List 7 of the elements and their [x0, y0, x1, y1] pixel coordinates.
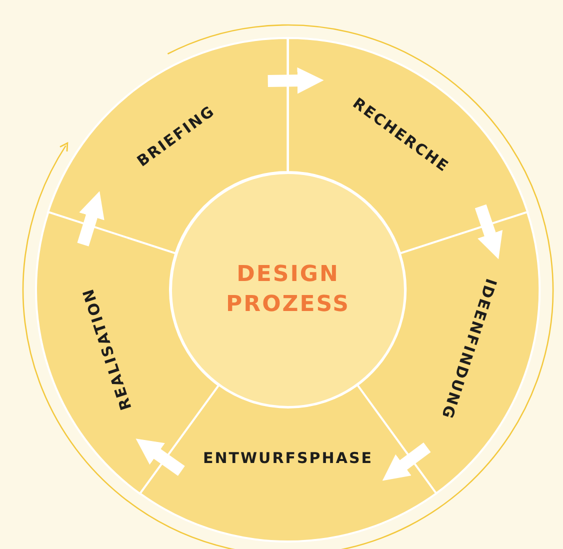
hub-title: DESIGN PROZESS	[225, 261, 351, 319]
arrow	[382, 442, 431, 481]
segment-label: ENTWURFSPHASE	[202, 448, 374, 467]
arrow	[77, 191, 104, 246]
arrow	[474, 204, 503, 260]
arrow	[268, 67, 324, 94]
arrow	[136, 438, 185, 476]
